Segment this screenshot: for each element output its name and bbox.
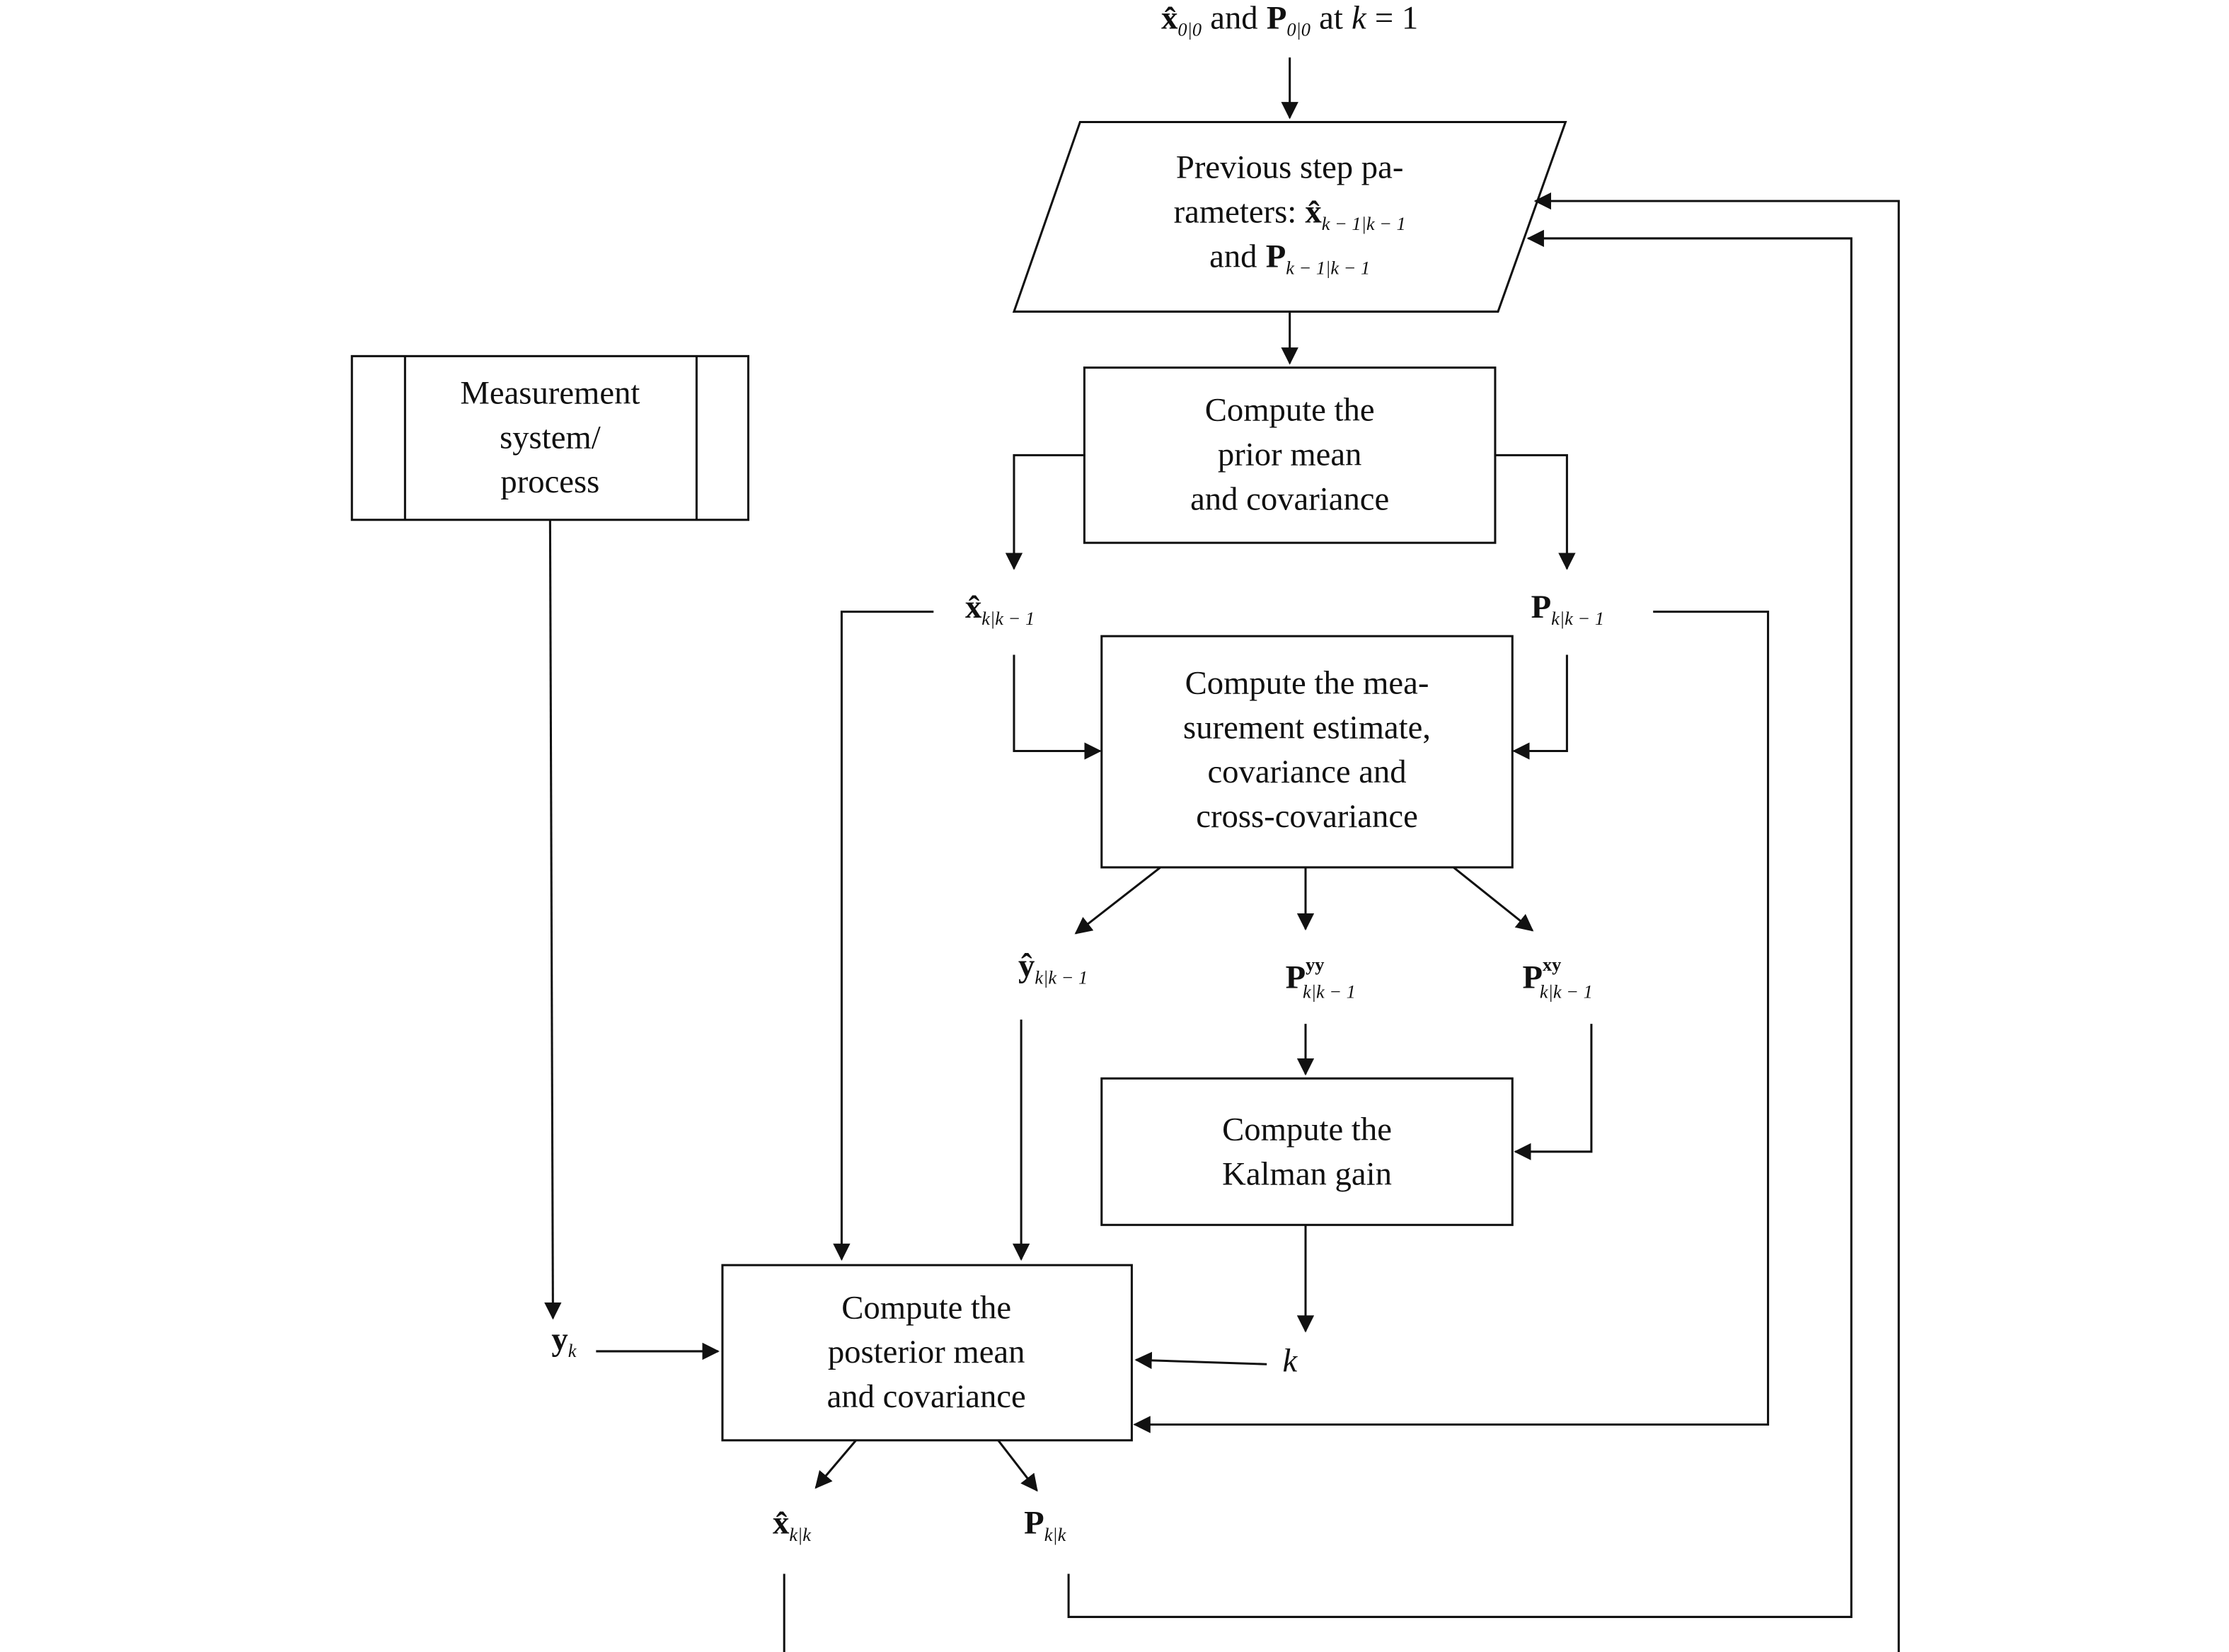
meas-est-line-1: Compute the mea-: [1185, 664, 1429, 701]
arrow-measurement-to-yk: [544, 519, 562, 1320]
posterior-line-2: posterior mean: [828, 1334, 1025, 1370]
arrow-Pxy-to-gain: [1514, 1024, 1593, 1160]
arrow-posterior-to-P-post: [997, 1439, 1038, 1492]
kalman-gain-box: [1100, 1077, 1514, 1226]
meas-est-line-3: covariance and: [1207, 753, 1406, 790]
arrow-posterior-to-x-post: [814, 1439, 857, 1489]
prior-mean-box: [1083, 366, 1497, 544]
previous-step-parameters-box: [1012, 121, 1567, 313]
x-prior-label: x̂k|k − 1: [965, 589, 1035, 629]
arrow-K-to-posterior: [1134, 1351, 1267, 1370]
x-post-label: x̂k|k: [773, 1505, 812, 1545]
prior-line-3: and covariance: [1190, 481, 1389, 518]
arrow-prior-to-x-prior: [1005, 454, 1085, 570]
arrow-prior-to-P-prior: [1494, 454, 1576, 570]
arrow-meas-est-to-Pxy: [1453, 866, 1534, 932]
arrow-x-prior-to-posterior: [833, 611, 934, 1261]
measurement-line-1: Measurement: [460, 374, 640, 411]
arrow-P-prior-to-posterior: [1133, 611, 1770, 1433]
P-post-label: Pk|k: [1024, 1505, 1066, 1545]
prior-line-2: prior mean: [1218, 437, 1361, 473]
arrow-x-prior-to-meas-est: [1013, 654, 1102, 760]
K-label: k: [1283, 1342, 1298, 1379]
feedback-P-post-to-previous: [1067, 229, 1853, 1618]
measurement-line-2: system/: [500, 419, 601, 456]
gain-line-2: Kalman gain: [1222, 1156, 1392, 1193]
meas-est-line-2: surement estimate,: [1183, 709, 1431, 746]
feedback-x-post-to-previous: [783, 192, 1900, 1652]
previous-step-line-1: Previous step pa-: [1176, 149, 1403, 186]
y-pred-label: ŷk|k − 1: [1018, 947, 1088, 988]
measurement-system-box: [350, 354, 749, 521]
prior-line-1: Compute the: [1205, 392, 1375, 429]
gain-line-1: Compute the: [1222, 1111, 1392, 1148]
arrow-P-prior-to-meas-est: [1512, 654, 1568, 760]
yk-label: yk: [551, 1321, 577, 1361]
P-prior-label: Pk|k − 1: [1531, 589, 1604, 629]
arrow-meas-est-to-y-pred: [1074, 866, 1161, 935]
measurement-line-3: process: [500, 463, 599, 500]
measurement-estimate-box: [1100, 635, 1514, 869]
posterior-line-3: and covariance: [827, 1378, 1026, 1415]
previous-step-line-2: rameters:x̂k − 1|k − 1: [1174, 194, 1406, 234]
posterior-box: [721, 1264, 1133, 1442]
meas-est-line-4: cross-covariance: [1196, 798, 1418, 835]
posterior-line-1: Compute the: [841, 1289, 1011, 1326]
